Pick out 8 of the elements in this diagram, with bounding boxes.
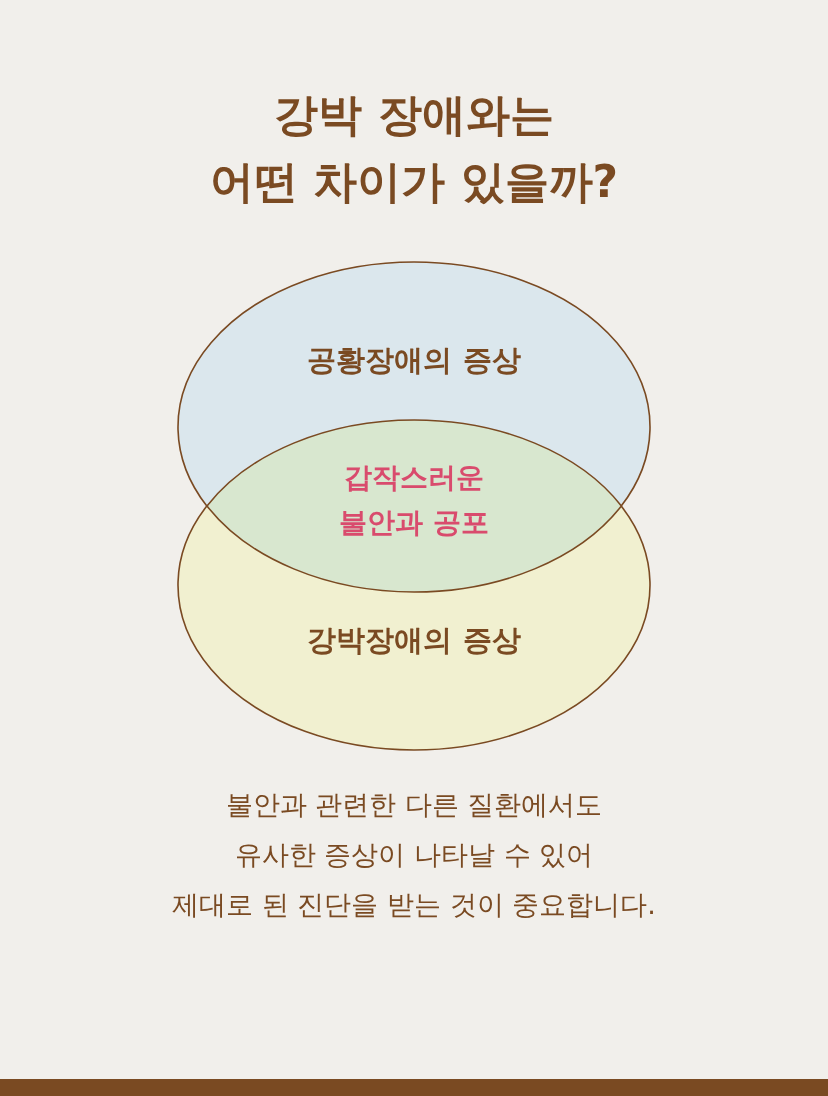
set-label: 공황장애의 증상 — [306, 342, 522, 378]
set-region — [178, 262, 650, 506]
caption-text: 불안과 관련한 다른 질환에서도 유사한 증상이 나타날 수 있어 제대로 된 진단을 받는 것이 중요합니다. — [171, 788, 657, 922]
overlap-label: 갑작스러운 불안과 공포 — [338, 460, 490, 541]
title: 강박 장애와는 어떤 차이가 있을까? — [208, 88, 620, 209]
overlap-region — [206, 420, 622, 592]
set-region — [178, 506, 650, 750]
set-label: 강박장애의 증상 — [306, 622, 522, 658]
